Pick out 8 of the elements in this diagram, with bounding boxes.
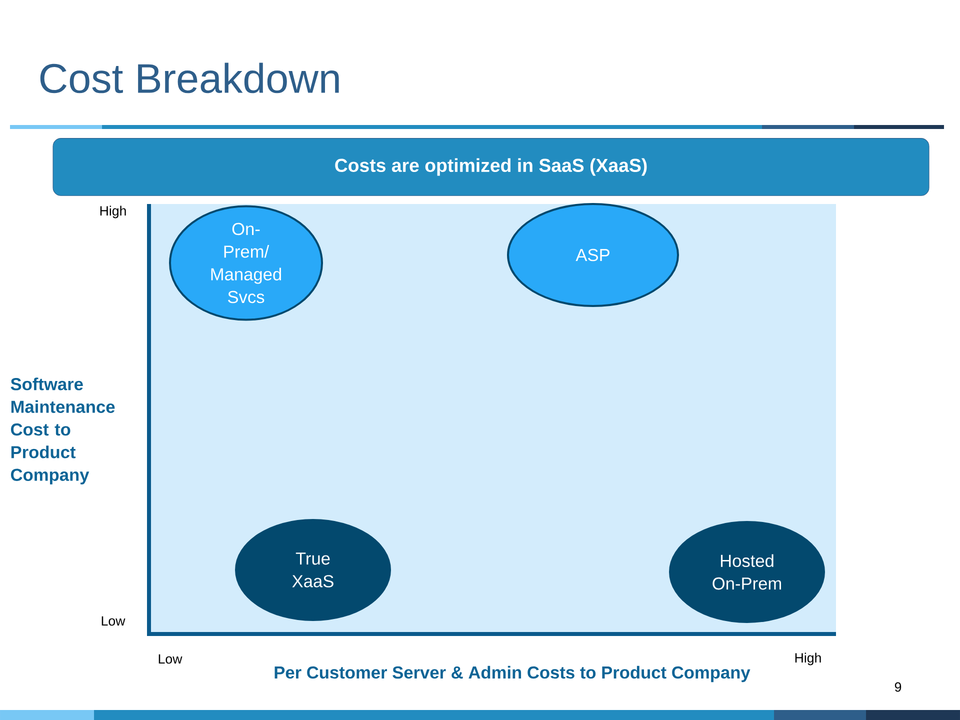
slide-title: Cost Breakdown: [40, 62, 339, 94]
axis-tick-label: Low: [102, 616, 126, 626]
header-banner: Costs are optimized in SaaS (XaaS): [52, 138, 930, 196]
axis-title: Per Customer Server & Admin Costs to Product Company: [274, 666, 750, 682]
axis-tick-label: Low: [158, 654, 182, 664]
page-number: 9: [894, 682, 902, 692]
axis-title: Software Maintenance Cost to Product Company: [10, 378, 115, 484]
axis-tick-label: High: [795, 652, 821, 666]
